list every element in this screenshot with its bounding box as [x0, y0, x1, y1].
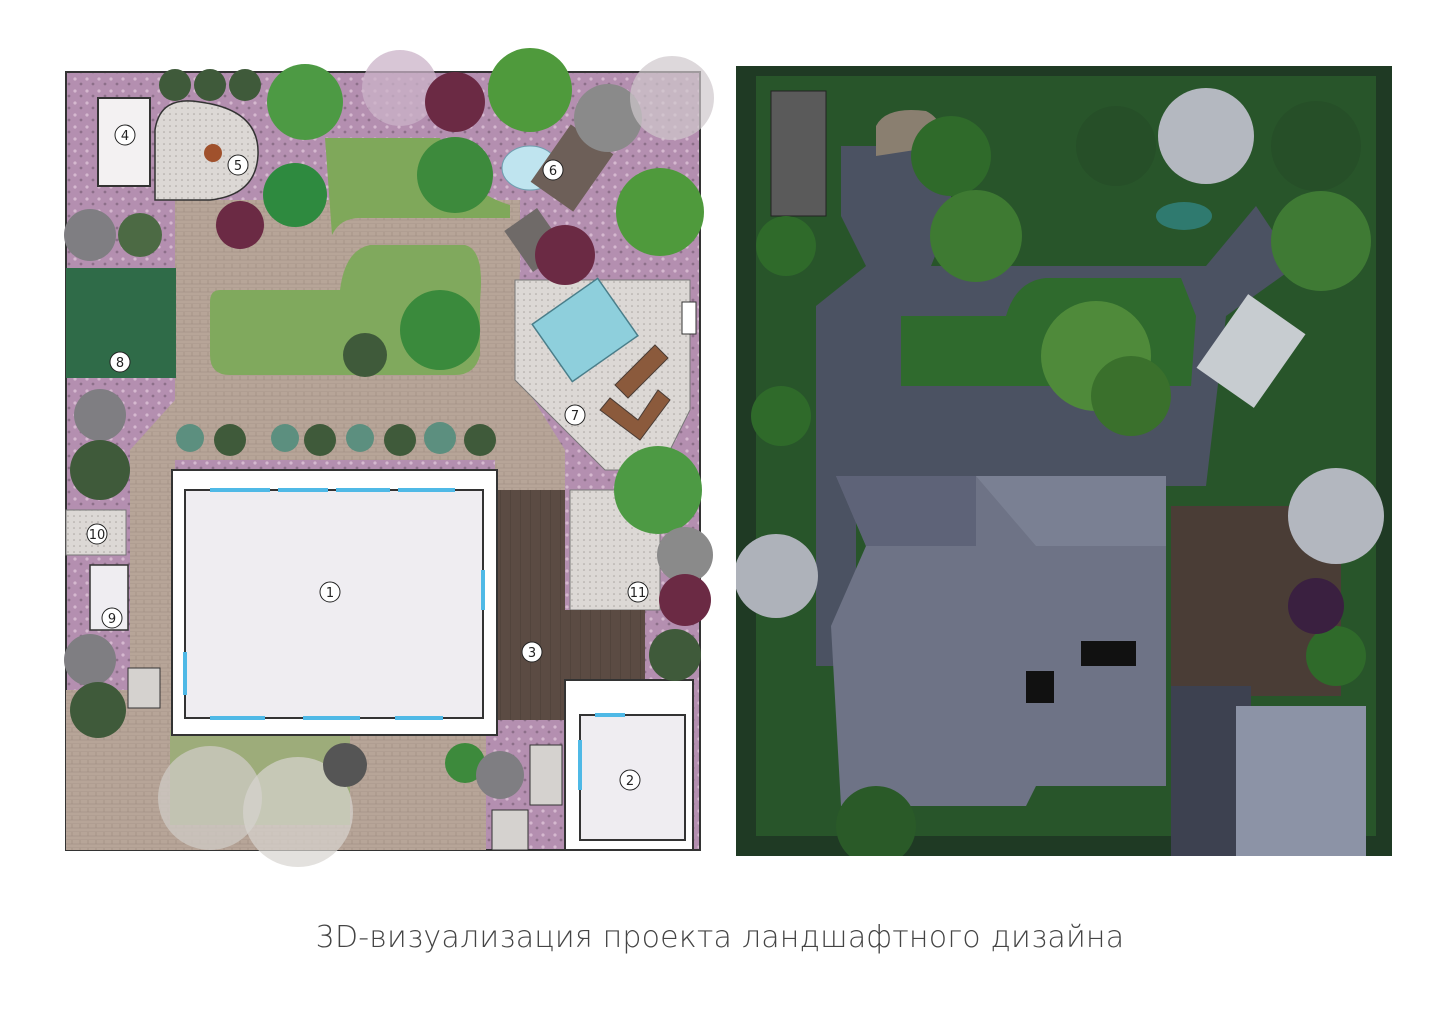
render-gazebo: [770, 90, 827, 217]
zone-4-building: [97, 97, 151, 187]
zone-markers: [86, 124, 649, 791]
render-path: [816, 146, 1296, 666]
raised-bed-1: [614, 344, 669, 399]
zone-1-house: [184, 489, 484, 719]
zone-label-9: 9: [108, 612, 116, 627]
render-trees: [736, 88, 1384, 856]
zone-label-2: 2: [626, 774, 634, 789]
zone-label-7: 7: [571, 409, 579, 424]
render-greenhouse: [1196, 294, 1306, 408]
landscape-plan: 1 2 3 4 5 6 7 8 9 10 11: [64, 48, 714, 867]
greenhouse: [531, 277, 639, 383]
zone-label-1: 1: [326, 586, 334, 601]
trees: [64, 48, 714, 867]
zone-label-5: 5: [234, 159, 242, 174]
zone-label-3: 3: [528, 646, 536, 661]
render-roof: [831, 476, 1166, 806]
caption: 3D-визуализация проекта ландшафтного диз…: [315, 920, 1125, 955]
zone-3-deck: [480, 490, 645, 720]
zone-label-6: 6: [549, 164, 557, 179]
raised-bed-2: [599, 389, 671, 441]
steps: [127, 667, 563, 851]
zone-2-garage: [579, 714, 686, 841]
bench-7: [681, 301, 697, 335]
zone-label-11: 11: [630, 586, 647, 601]
zone-label-4: 4: [121, 129, 129, 144]
windows: [183, 488, 485, 720]
fire-pit-icon: [204, 144, 222, 162]
3d-render: [736, 66, 1392, 856]
zone-label-8: 8: [116, 356, 124, 371]
zone-label-10: 10: [89, 528, 106, 543]
